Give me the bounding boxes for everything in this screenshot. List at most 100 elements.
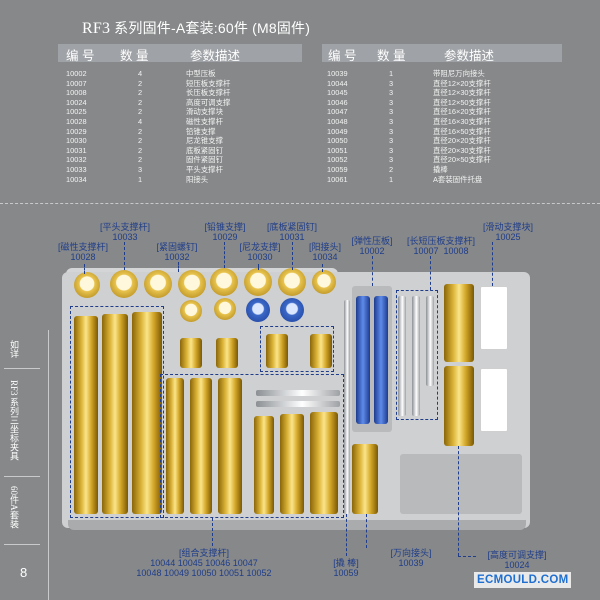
cell-desc: 底板紧固钉 <box>186 145 223 155</box>
cell-code: 10025 <box>66 107 87 117</box>
label-flat-head-support: [平头支撑杆] 10033 <box>90 222 160 242</box>
leader-line <box>84 264 85 274</box>
label-height-adjustable: [高度可调支撑] 10024 <box>478 550 556 570</box>
label-long-short-support: [长短压板支撑杆] 10007 10008 <box>398 236 484 256</box>
label-code: 10024 <box>504 560 530 570</box>
label-name: [撬 棒] <box>333 558 359 568</box>
label-pry-bar: [撬 棒] 10059 <box>324 558 368 578</box>
base-nail-cap <box>278 268 306 296</box>
label-code: 10048 10049 10050 10051 10052 <box>136 568 272 578</box>
label-male-joint: [阳接头] 10034 <box>302 242 348 262</box>
combo-support-rod <box>190 378 212 514</box>
cell-desc: 中型压板 <box>186 69 216 78</box>
base-nail <box>266 334 288 368</box>
label-code: 10034 <box>312 252 338 262</box>
cell-code: 10030 <box>66 136 87 146</box>
label-code: 10002 <box>359 246 385 256</box>
cell-code: 10051 <box>327 145 348 155</box>
cell-desc: 尼龙锥支撑 <box>186 136 223 146</box>
combo-support-rod <box>166 378 184 514</box>
cell-qty: 3 <box>389 88 394 98</box>
base-nail <box>310 334 332 368</box>
nylon-cone-cap <box>244 268 272 296</box>
cell-desc: 直径20×30支撑杆 <box>433 145 491 155</box>
cell-code: 10046 <box>327 97 348 107</box>
height-adjustable-support <box>444 366 474 446</box>
flat-head-cap <box>110 270 138 298</box>
magnetic-support-rod <box>74 316 98 514</box>
cell-desc: 直径12×30支撑杆 <box>433 88 491 98</box>
cell-qty: 2 <box>138 88 143 98</box>
watermark-logo: ECMOULD.COM <box>474 572 572 588</box>
label-codes: 10007 10008 <box>398 246 484 256</box>
sliding-support-block <box>480 286 508 350</box>
pry-bar <box>344 300 350 514</box>
label-code: 10025 <box>495 232 521 242</box>
cell-code: 10007 <box>66 78 87 88</box>
cell-code: 10049 <box>327 126 348 136</box>
silver-pin <box>256 401 340 407</box>
cell-qty: 3 <box>389 78 394 88</box>
label-name: [尼龙支撑] <box>239 242 281 252</box>
cell-qty: 3 <box>389 126 394 136</box>
fastening-nail <box>216 338 238 368</box>
cell-desc: 阳接头 <box>186 174 209 184</box>
title-brand: RF3 <box>82 20 111 37</box>
combo-support-rod <box>132 312 162 514</box>
combo-support-rod <box>102 314 128 514</box>
elastic-plate <box>374 296 388 424</box>
cell-code: 10044 <box>327 78 348 88</box>
label-name: [弹性压板] <box>351 236 393 246</box>
label-name: [万向接头] <box>390 548 432 558</box>
cell-qty: 1 <box>389 174 394 184</box>
table-header: 编 号 数 量 参数描述 <box>58 44 302 63</box>
nylon-cone-cap <box>280 298 304 322</box>
plate-support-rod <box>398 296 406 416</box>
cell-code: 10028 <box>66 116 87 126</box>
cell-desc: 撬棒 <box>433 164 448 174</box>
fastening-nail-cap <box>180 300 202 322</box>
leader-line <box>346 514 347 556</box>
header-code: 编 号 <box>66 49 95 63</box>
label-magnetic-support: [磁性支撑杆] 10028 <box>48 242 118 262</box>
cell-code: 10031 <box>66 145 87 155</box>
label-name: [铅锥支撑] <box>204 222 246 232</box>
cell-qty: 3 <box>389 155 394 165</box>
plate-support-rod <box>412 296 420 416</box>
leader-line <box>322 264 323 272</box>
cell-desc: 长压板支撑杆 <box>186 88 231 98</box>
side-text-1: 如详 <box>9 340 19 358</box>
cell-code: 10032 <box>66 155 87 165</box>
label-code: 10007 <box>413 246 439 256</box>
cell-code: 10008 <box>66 88 87 98</box>
label-combo-support: [组合支撑杆] 10044 10045 10046 10047 10048 10… <box>112 548 296 578</box>
cell-code: 10047 <box>327 107 348 117</box>
label-name: [平头支撑杆] <box>99 222 150 232</box>
cell-qty: 2 <box>389 164 394 174</box>
header-qty: 数 量 <box>377 49 406 63</box>
cell-qty: 3 <box>389 116 394 126</box>
leader-line <box>124 242 125 270</box>
side-separator <box>4 476 40 477</box>
side-strip: 如详 RF3 系列三坐标夹具 60件A套装 <box>0 330 50 600</box>
label-code: 10039 <box>398 558 424 568</box>
leader-line <box>430 256 431 290</box>
cell-qty: 4 <box>138 69 143 78</box>
male-joint-cap <box>312 270 336 294</box>
sliding-support-block <box>480 368 508 432</box>
leader-line <box>292 242 293 270</box>
lead-cone-cap <box>210 268 238 296</box>
cell-code: 10059 <box>327 164 348 174</box>
label-code: 10029 <box>212 232 238 242</box>
cell-desc: 直径16×20支撑杆 <box>433 107 491 117</box>
